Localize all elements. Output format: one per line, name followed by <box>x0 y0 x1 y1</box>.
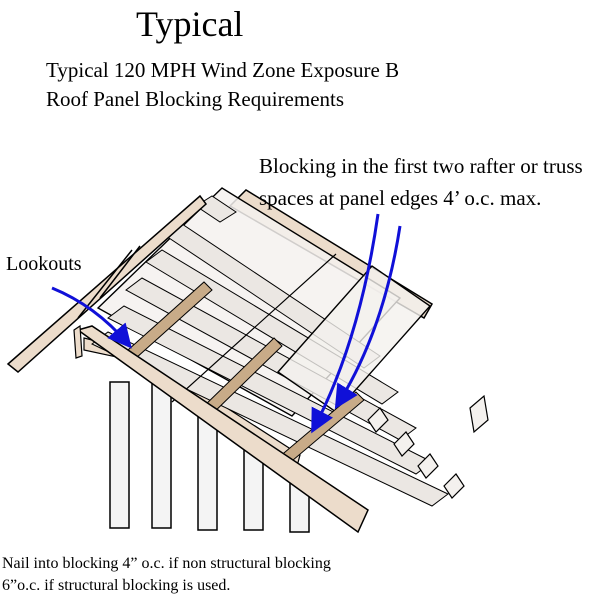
subtitle-line-1: Typical 120 MPH Wind Zone Exposure B <box>46 58 400 82</box>
rafter-tail <box>367 407 389 433</box>
blue-arrow-icon <box>311 213 380 434</box>
rafter-tail <box>443 473 465 499</box>
gable-edge <box>99 245 141 299</box>
fascia-board <box>76 325 369 534</box>
blocking-annotation-line-1: Blocking in the first two rafter or trus… <box>259 154 583 178</box>
lookouts-label: Lookouts <box>6 253 82 275</box>
blocking-annotation-line-2: spaces at panel edges 4’ o.c. max. <box>259 186 542 210</box>
wall-stud <box>109 381 130 529</box>
panel-seam <box>171 253 337 403</box>
rafter-tails <box>367 394 489 499</box>
rafter <box>195 195 237 223</box>
blue-arrow-icon <box>51 286 132 349</box>
subtitle-line-2: Roof Panel Blocking Requirements <box>46 87 345 111</box>
diagram-title: Typical <box>136 4 244 44</box>
wall-stud <box>197 411 218 531</box>
blue-arrow-icon <box>334 225 402 410</box>
wall-stud <box>151 381 172 529</box>
nailing-note-line-1: Nail into blocking 4” o.c. if non struct… <box>2 555 331 572</box>
lower-roof-panel <box>276 265 432 413</box>
fascia-end <box>73 324 83 359</box>
rafter-tail <box>469 394 489 434</box>
rafter-tail <box>393 431 415 457</box>
nailing-note-line-2: 6”o.c. if structural blocking is used. <box>2 577 231 594</box>
rafter-tail <box>417 453 439 479</box>
